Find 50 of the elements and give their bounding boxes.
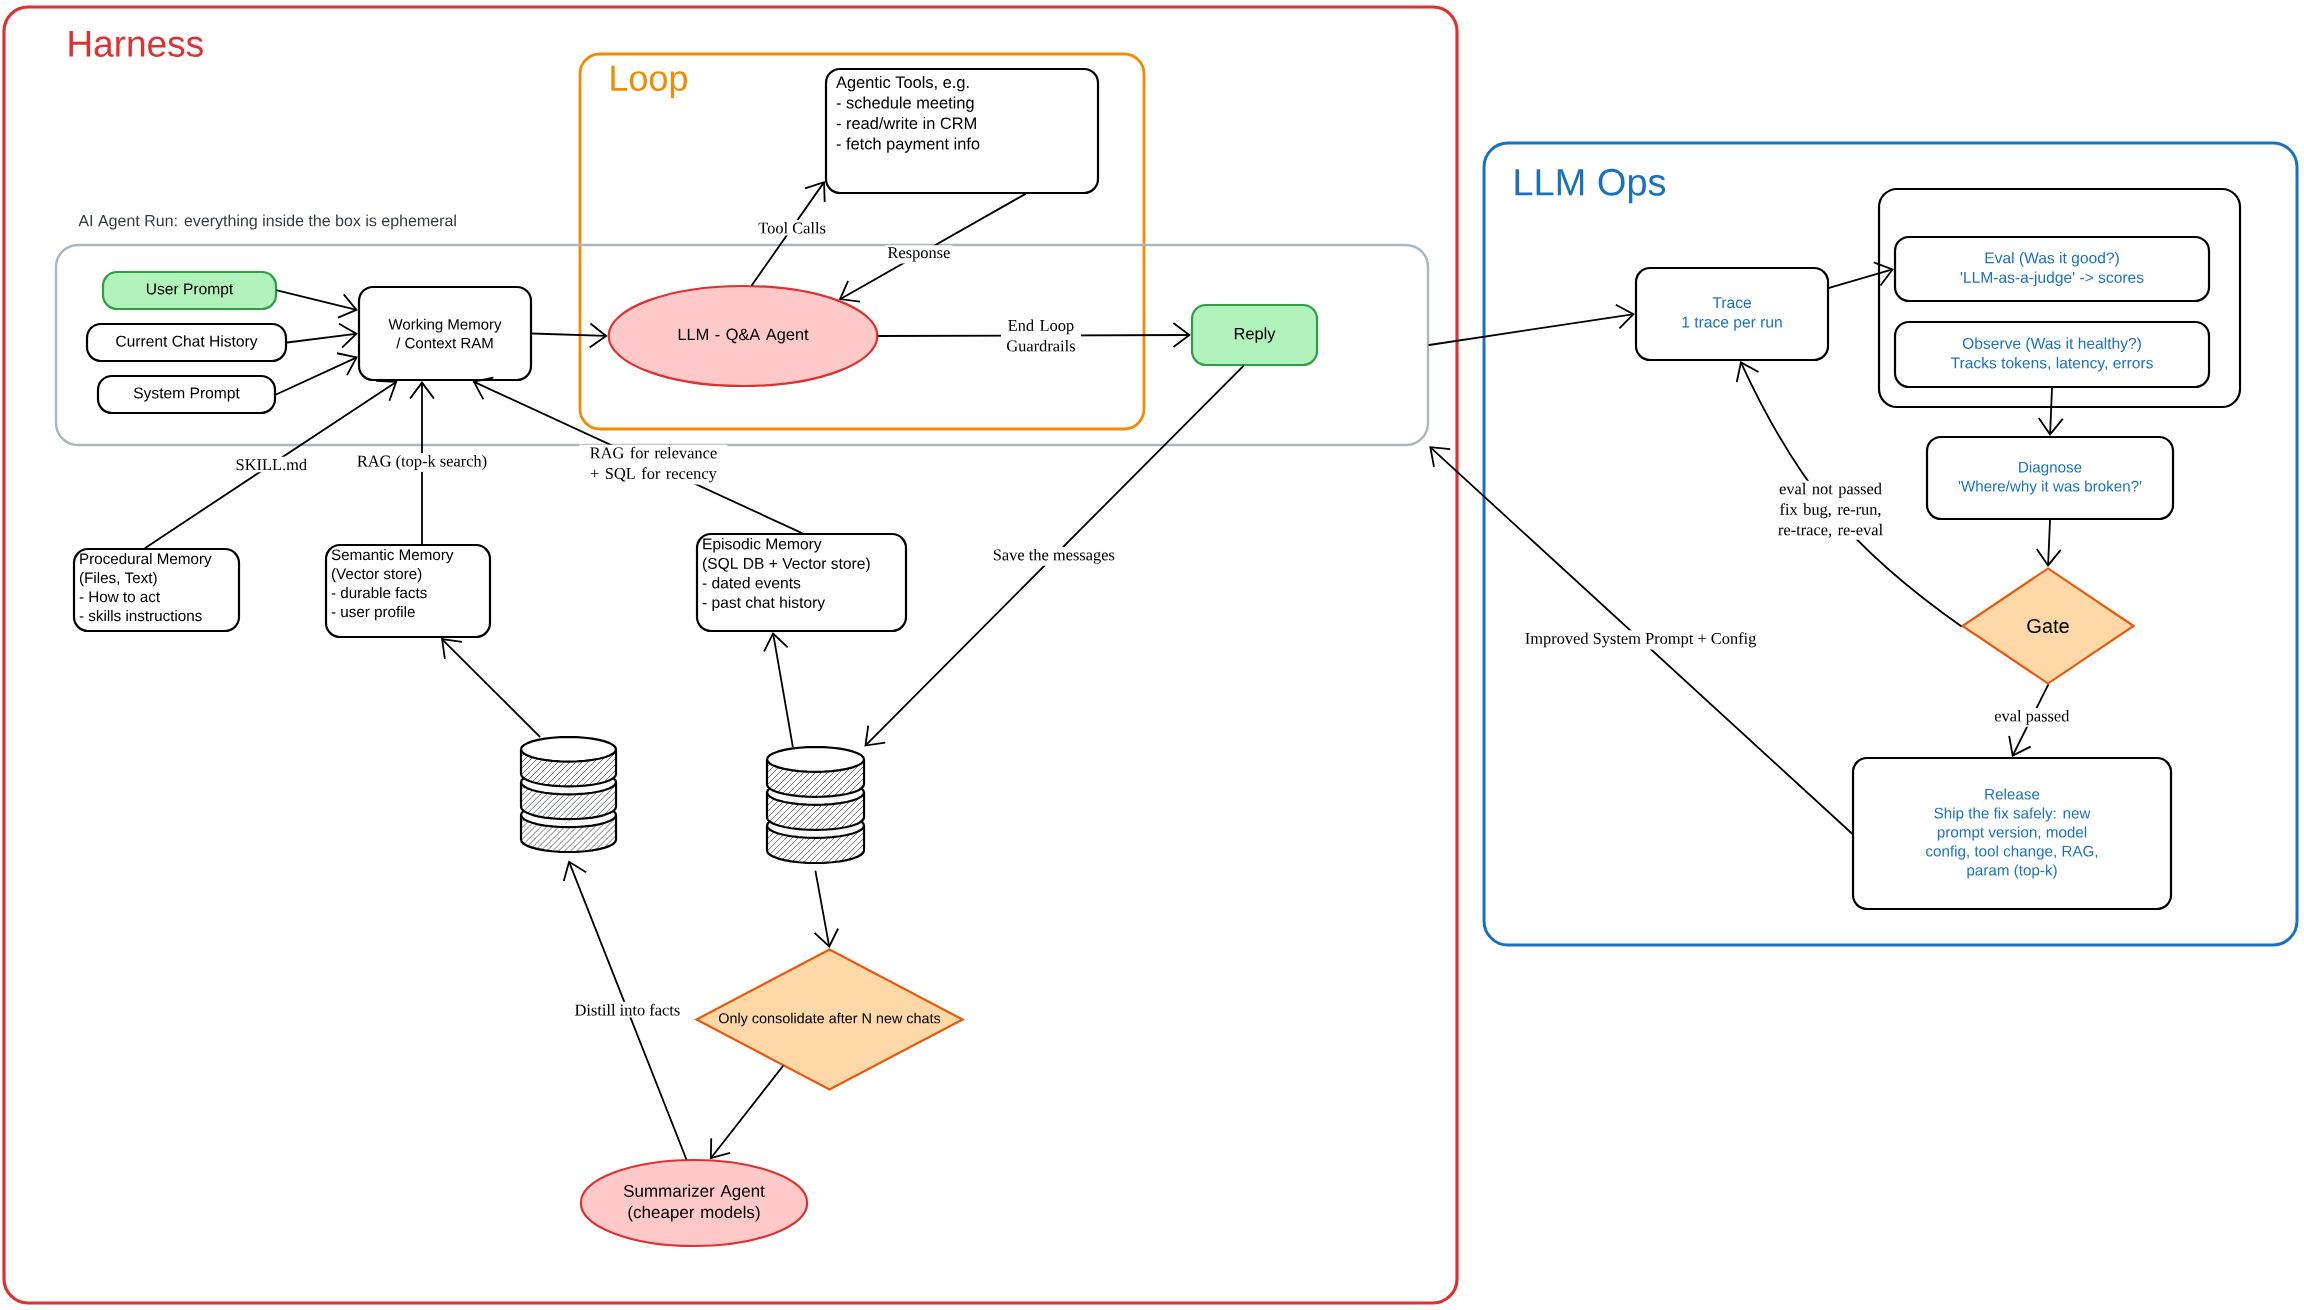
- edge-label: RAG (top-k search): [354, 453, 490, 472]
- arrow: [2037, 387, 2064, 436]
- edge-label: End Loop Guardrails: [1000, 317, 1081, 354]
- edge-label: Save the messages: [990, 546, 1117, 566]
- arrow: [531, 322, 608, 349]
- arrow: [864, 365, 1245, 747]
- edge-label: Improved System Prompt + Config: [1522, 630, 1759, 650]
- process-box: Current Chat History: [85, 322, 288, 363]
- group-box: [1877, 187, 2242, 409]
- frame-title: Loop: [611, 65, 687, 99]
- edge-label: RAG for relevance + SQL for recency: [579, 444, 728, 485]
- arrow: [286, 322, 358, 349]
- edge-label: Distill into facts: [572, 1001, 683, 1018]
- edge-label: SKILL.md: [233, 456, 310, 473]
- process-box: Agentic Tools, e.g. - schedule meeting - read/write in CRM - fetch payment info: [824, 67, 1100, 195]
- process-box: Working Memory / Context RAM: [357, 285, 533, 382]
- arrow: [763, 632, 794, 748]
- database-icon: [765, 745, 866, 865]
- arrow: [709, 1065, 784, 1160]
- arrow: [275, 352, 358, 396]
- database-icon: [519, 735, 618, 854]
- process-box: User Prompt: [101, 270, 278, 311]
- arrow: [409, 381, 435, 545]
- process-box: Semantic Memory (Vector store) - durable facts - user profile: [324, 543, 492, 639]
- arrow: [1828, 261, 1894, 289]
- edge-label: Response: [885, 245, 953, 264]
- edge-label: eval not passed fix bug, re-run, re-trace, re-eval: [1774, 480, 1887, 540]
- edge-label: Tool Calls: [756, 220, 828, 236]
- process-box: Eval (Was it good?) 'LLM-as-a-judge' -> scores: [1893, 235, 2211, 303]
- arrow: [2035, 519, 2062, 567]
- process-box: Trace 1 trace per run: [1634, 266, 1830, 362]
- process-box: Reply: [1190, 303, 1319, 367]
- arrow: [813, 870, 840, 948]
- arrow: [276, 289, 358, 319]
- arrow: [1428, 303, 1635, 346]
- arrow: [751, 180, 826, 286]
- process-box: Procedural Memory (Files, Text) - How to act - skills instructions: [72, 547, 241, 633]
- process-box: Episodic Memory (SQL DB + Vector store) - dated events - past chat history: [695, 532, 908, 633]
- arrow: [144, 379, 398, 549]
- frame-title: AI Agent Run: everything inside the box is ephemeral: [78, 214, 456, 230]
- arrow: [441, 638, 541, 738]
- edge-label: eval passed: [1992, 708, 2072, 727]
- process-box: System Prompt: [96, 374, 277, 415]
- arrow: [1429, 446, 1853, 835]
- arrow: [562, 860, 688, 1160]
- process-box: Release Ship the fix safely: new prompt version, model config, tool change, RAG, param (top-k): [1851, 756, 2173, 911]
- process-box: Observe (Was it healthy?) Tracks tokens, latency, errors: [1893, 320, 2211, 389]
- frame-title: LLM Ops: [1515, 168, 1666, 204]
- process-box: Diagnose 'Where/why it was broken?': [1925, 435, 2175, 521]
- frame-title: Harness: [69, 31, 203, 57]
